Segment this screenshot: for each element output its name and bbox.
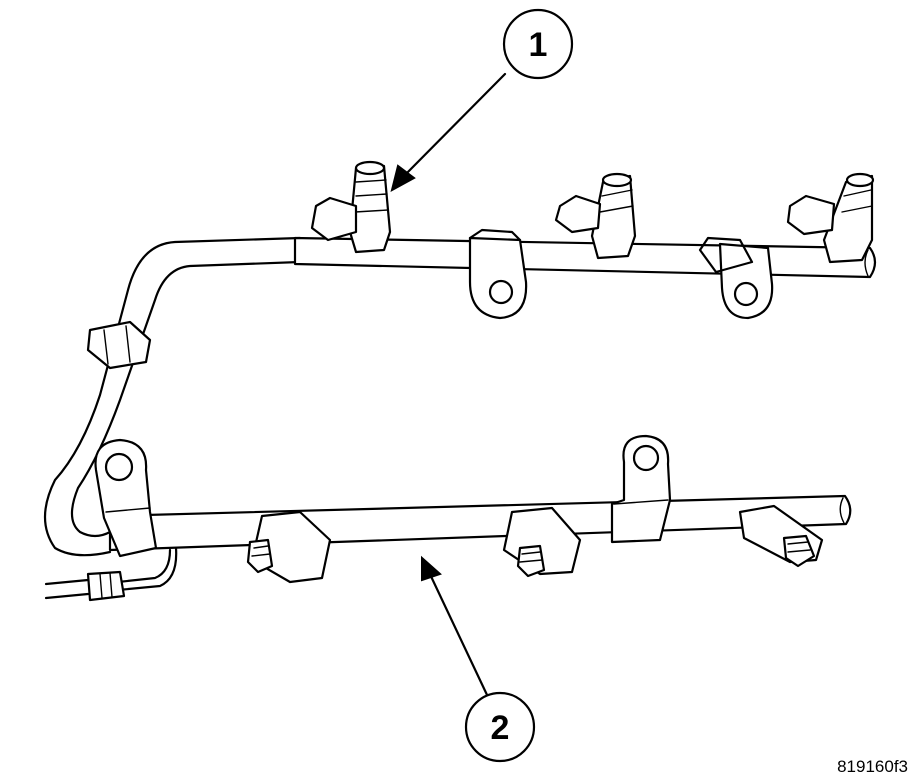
callout-2: 2: [421, 555, 536, 763]
fuel-injector: [786, 172, 875, 264]
upper-rail-bracket: [698, 236, 774, 320]
quick-connect-fitting: [86, 570, 126, 602]
crossover-clip: [86, 320, 152, 370]
upper-rail-bracket: [468, 228, 528, 320]
figure-id: 819160f3: [837, 757, 908, 776]
fuel-injector: [502, 506, 582, 578]
fuel-injector: [310, 160, 392, 254]
fuel-injector: [246, 510, 332, 584]
callout-2-label: 2: [491, 709, 510, 747]
lower-fuel-rail: [94, 434, 852, 558]
callout-1-circle: [502, 8, 574, 80]
fuel-supply-line: [44, 546, 178, 602]
callout-1-label: 1: [529, 26, 548, 64]
upper-fuel-rail: [293, 228, 877, 320]
callout-2-circle: [464, 691, 536, 763]
lower-rail-bracket: [94, 438, 158, 558]
fuel-injector: [738, 504, 824, 568]
fuel-injector: [554, 172, 637, 260]
crossover-tube: [44, 236, 302, 557]
lower-rail-bracket: [610, 434, 672, 544]
callout-1: 1: [390, 8, 574, 192]
